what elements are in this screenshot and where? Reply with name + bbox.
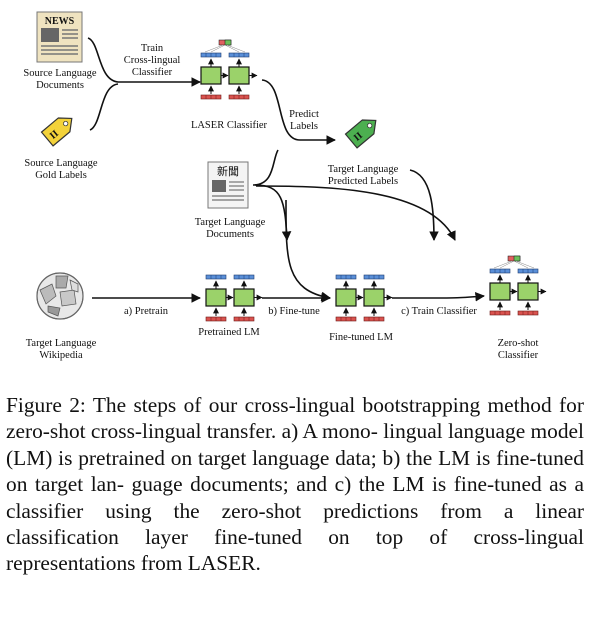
- caption-line: method for zero-shot cross-lingual trans…: [6, 393, 584, 444]
- bootstrapping-diagram: NEWS Source Language Documents II Source…: [23, 11, 594, 361]
- yellow-tag-icon: II: [40, 117, 73, 147]
- target-wiki-label-1: Target Language: [26, 338, 97, 349]
- figure-caption: Figure 2: The steps of our cross-lingual…: [6, 392, 584, 577]
- target-docs-label-1: Target Language: [195, 217, 266, 228]
- laser-label: LASER Classifier: [191, 120, 268, 131]
- target-docs-label-2: Documents: [206, 229, 254, 240]
- news-text: NEWS: [45, 16, 75, 27]
- caption-line: guage documents; and c) the LM is fine-t…: [131, 472, 585, 497]
- newspaper-icon: NEWS: [36, 11, 83, 63]
- predict-label-2: Labels: [290, 121, 318, 132]
- caption-line: lingual language model (LM) is pretraine…: [6, 419, 584, 470]
- japanese-newspaper-icon: 新聞: [207, 161, 249, 209]
- wikipedia-globe-icon: [36, 272, 84, 320]
- finetuned-lm-label: Fine-tuned LM: [329, 332, 394, 343]
- source-docs-label-1: Source Language: [23, 68, 97, 79]
- caption-line: language data; b) the LM is fine-tuned o…: [6, 445, 584, 497]
- shinbun-text: 新聞: [217, 164, 239, 178]
- source-gold-label-1: Source Language: [24, 158, 98, 169]
- laser-classifier: [201, 39, 257, 99]
- target-wiki-label-2: Wikipedia: [39, 350, 83, 361]
- train-cross-label-1: Train: [141, 43, 164, 54]
- pretrain-label: a) Pretrain: [124, 306, 169, 317]
- green-tag-icon: II: [344, 119, 377, 149]
- finetune-label: b) Fine-tune: [268, 306, 320, 317]
- zeroshot-label-2: Classifier: [498, 350, 539, 361]
- pretrained-lm: [206, 275, 262, 321]
- train-cross-label-3: Classifier: [132, 67, 173, 78]
- train-clf-label: c) Train Classifier: [401, 306, 477, 317]
- target-pred-label-1: Target Language: [328, 164, 399, 175]
- source-gold-label-2: Gold Labels: [35, 170, 87, 181]
- source-docs-label-2: Documents: [36, 80, 84, 91]
- train-cross-label-2: Cross-lingual: [124, 55, 181, 66]
- predict-label-1: Predict: [289, 109, 319, 120]
- zeroshot-label-1: Zero-shot: [498, 338, 539, 349]
- zeroshot-classifier: [490, 255, 546, 315]
- finetuned-lm: [336, 275, 392, 321]
- caption-line: classification layer fine-tuned on top o…: [6, 525, 584, 550]
- target-pred-label-2: Predicted Labels: [328, 176, 398, 187]
- caption-line: Figure 2: The steps of our cross-lingual…: [6, 393, 481, 417]
- caption-line: classifier using the zero-shot predictio…: [6, 498, 584, 523]
- pretrained-lm-label: Pretrained LM: [198, 327, 260, 338]
- caption-line: representations from LASER.: [6, 551, 261, 576]
